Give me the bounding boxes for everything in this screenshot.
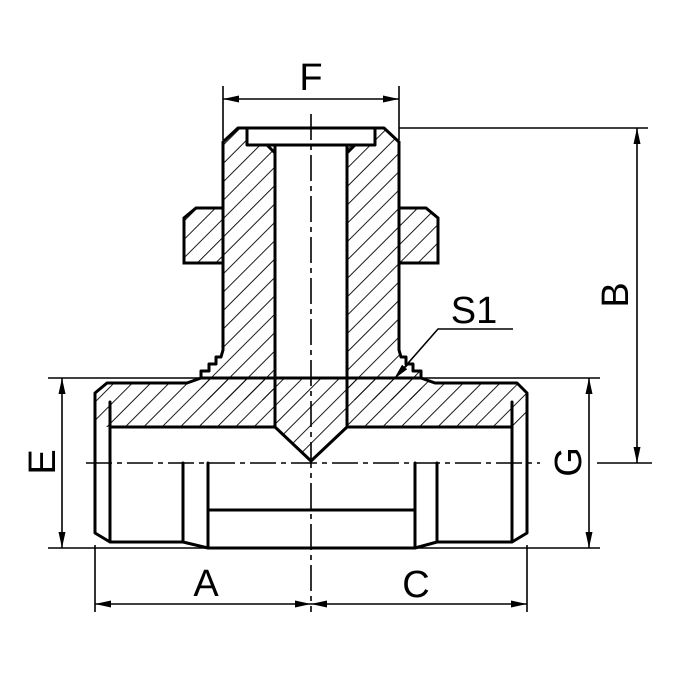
arrowhead-a-right [295, 600, 311, 608]
arrowhead-c-right [511, 600, 527, 608]
arrowhead-g-top [585, 378, 593, 394]
arrowhead-f-left [223, 95, 239, 103]
dim-label-s1: S1 [451, 290, 497, 332]
arrowhead-e-bottom [58, 532, 66, 548]
dim-label-e: E [22, 449, 64, 474]
arrowhead-c-left [311, 600, 327, 608]
arrowhead-b-bottom [633, 447, 641, 463]
dim-label-g: G [548, 447, 590, 477]
arrowhead-a-left [95, 600, 111, 608]
arrowhead-s1 [394, 364, 408, 379]
centerlines [86, 114, 540, 612]
arrowhead-e-top [58, 378, 66, 394]
dim-label-f: F [299, 57, 322, 99]
section-hatch-areas [95, 128, 527, 461]
leader-line-s1 [394, 328, 513, 379]
dimension-lines [48, 86, 652, 612]
arrowhead-g-bottom [585, 532, 593, 548]
dimension-labels: F B E G A C S1 [22, 57, 637, 606]
dim-label-a: A [193, 563, 219, 605]
outline-branch [199, 126, 423, 463]
dim-label-b: B [595, 282, 637, 307]
section-left-lug [182, 206, 225, 265]
dim-label-c: C [402, 564, 429, 606]
section-branch-left-wall [201, 128, 275, 400]
arrowhead-b-top [633, 128, 641, 144]
section-body-band [95, 378, 527, 461]
outline-body-bottom [181, 461, 439, 550]
arrowhead-f-right [383, 95, 399, 103]
section-branch-right-wall [347, 128, 422, 400]
section-right-lug [397, 206, 440, 265]
arrowheads [58, 95, 641, 608]
